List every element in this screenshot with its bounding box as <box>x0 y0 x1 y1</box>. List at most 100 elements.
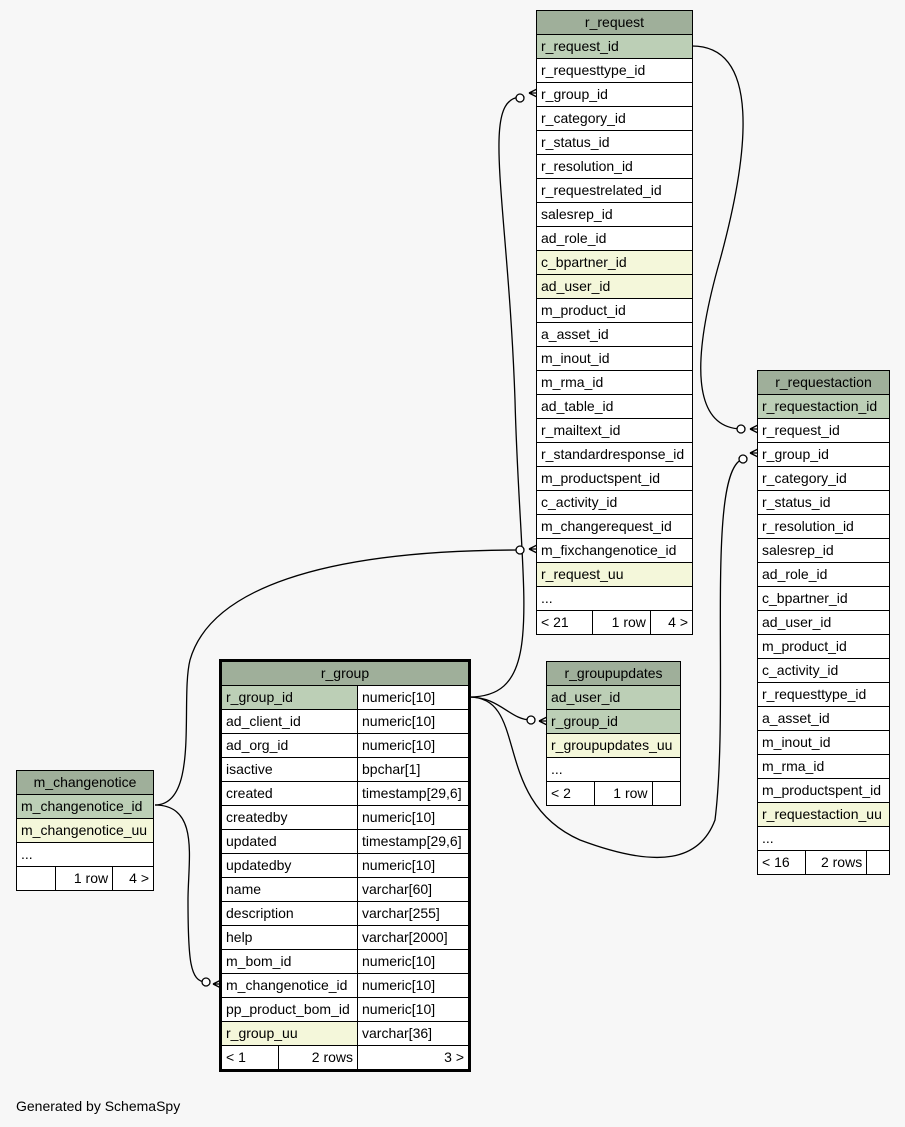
column-row: ... <box>546 757 681 782</box>
column-name: ... <box>757 826 890 851</box>
column-name: a_asset_id <box>757 706 890 731</box>
column-name: updatedby <box>220 853 358 878</box>
column-name: r_status_id <box>757 490 890 515</box>
column-row: ... <box>16 842 154 867</box>
column-row: ad_table_id <box>536 394 693 419</box>
column-name: r_requestrelated_id <box>536 178 693 203</box>
column-type: numeric[10] <box>357 949 470 974</box>
column-name: help <box>220 925 358 950</box>
column-name: r_request_id <box>536 34 693 59</box>
column-name: salesrep_id <box>536 202 693 227</box>
column-row: r_request_id <box>536 34 693 59</box>
column-name: m_changenotice_id <box>220 973 358 998</box>
column-row: c_activity_id <box>757 658 890 683</box>
column-row: r_requesttype_id <box>536 58 693 83</box>
column-row: m_fixchangenotice_id <box>536 538 693 563</box>
column-type: varchar[255] <box>357 901 470 926</box>
column-name: r_requesttype_id <box>757 682 890 707</box>
footer-parents: < 21 <box>535 610 594 635</box>
table-name: r_groupupdates <box>546 661 681 686</box>
column-name: m_rma_id <box>757 754 890 779</box>
column-row: r_category_id <box>757 466 890 491</box>
column-name: isactive <box>220 757 358 782</box>
table-header-row: r_request <box>536 10 693 35</box>
column-type: numeric[10] <box>357 997 470 1022</box>
column-type: numeric[10] <box>357 709 470 734</box>
table-name: r_request <box>536 10 693 35</box>
column-row: ad_user_id <box>757 610 890 635</box>
column-name: r_group_uu <box>220 1021 358 1046</box>
footer-row-count: 2 rows <box>278 1045 358 1071</box>
column-type: timestamp[29,6] <box>357 781 470 806</box>
column-row: ... <box>757 826 890 851</box>
column-name: a_asset_id <box>536 322 693 347</box>
column-name: m_changenotice_uu <box>16 818 154 843</box>
column-name: m_productspent_id <box>536 466 693 491</box>
column-name: c_activity_id <box>757 658 890 683</box>
footer-children: 3 > <box>357 1045 470 1071</box>
column-name: m_inout_id <box>757 730 890 755</box>
column-row: m_changerequest_id <box>536 514 693 539</box>
column-row: ad_user_id <box>546 685 681 710</box>
column-row: m_changenotice_id <box>16 794 154 819</box>
table-header-row: r_groupupdates <box>546 661 681 686</box>
column-name: c_bpartner_id <box>757 586 890 611</box>
column-type: varchar[60] <box>357 877 470 902</box>
column-row: r_group_id <box>546 709 681 734</box>
column-name: r_requesttype_id <box>536 58 693 83</box>
table-name: m_changenotice <box>16 770 154 795</box>
column-row: ad_role_id <box>536 226 693 251</box>
column-name: m_bom_id <box>220 949 358 974</box>
edge-r-group-to-r-request <box>468 96 525 698</box>
footer-row-count: 1 row <box>592 610 651 635</box>
footer-parents: < 16 <box>756 850 807 875</box>
footer-row-count: 2 rows <box>805 850 868 875</box>
column-row: a_asset_id <box>536 322 693 347</box>
column-name: c_activity_id <box>536 490 693 515</box>
footer-row-count: 1 row <box>54 866 114 891</box>
footer-row-count: 1 row <box>593 781 653 806</box>
column-name: r_category_id <box>536 106 693 131</box>
column-row: r_resolution_id <box>536 154 693 179</box>
edge-m-changenotice-to-r-group <box>154 804 207 983</box>
column-type: numeric[10] <box>357 685 470 710</box>
column-row: r_resolution_id <box>757 514 890 539</box>
column-type: varchar[2000] <box>357 925 470 950</box>
column-name: updated <box>220 829 358 854</box>
column-row: r_request_uu <box>536 562 693 587</box>
column-row: ad_role_id <box>757 562 890 587</box>
table-name: r_requestaction <box>757 370 890 395</box>
edge-r-group-to-r-groupupdates <box>468 696 532 721</box>
table-name: r_group <box>220 660 470 686</box>
column-name: name <box>220 877 358 902</box>
footer-parents: < 2 <box>546 781 595 806</box>
column-type: numeric[10] <box>357 733 470 758</box>
column-row: r_category_id <box>536 106 693 131</box>
column-name: ad_user_id <box>546 685 681 710</box>
column-row: ... <box>536 586 693 611</box>
column-row: c_bpartner_id <box>536 250 693 275</box>
column-name: ad_user_id <box>757 610 890 635</box>
column-row: m_inout_id <box>757 730 890 755</box>
column-row: r_requestaction_uu <box>757 802 890 827</box>
column-name: created <box>220 781 358 806</box>
column-name: ... <box>546 757 681 782</box>
column-type: timestamp[29,6] <box>357 829 470 854</box>
column-row: r_standardresponse_id <box>536 442 693 467</box>
column-row: r_group_id <box>757 442 890 467</box>
table-header-row: r_requestaction <box>757 370 890 395</box>
column-name: r_resolution_id <box>757 514 890 539</box>
footer-children: 4 > <box>649 610 694 635</box>
